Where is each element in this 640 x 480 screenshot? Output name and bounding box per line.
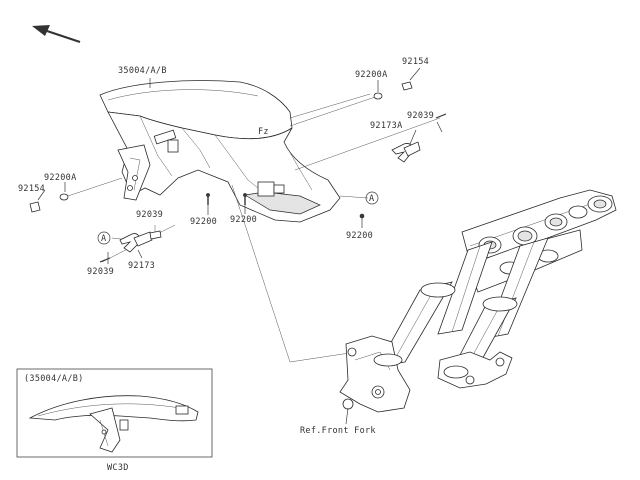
label-washer-top: 92200A [355,70,388,80]
label-bolt-left-low: 92039 [87,267,114,277]
label-bolt-side-a: 92200 [190,217,217,227]
front-fork[interactable] [339,189,617,425]
label-inset-code: WC3D [107,463,129,473]
label-clamp-right: 92173A [370,121,403,131]
front-fender[interactable]: Fz [99,80,341,223]
hardware-left[interactable] [29,193,162,263]
svg-text:A: A [101,234,106,244]
callout-labels: 35004/A/B 92154 92200A 92039 92173A 9220… [18,57,434,473]
hardware-top-right[interactable] [373,81,447,163]
label-fork-ref: Ref.Front Fork [300,426,376,436]
fender-mark: Fz [258,127,269,137]
inset-fender[interactable] [28,395,199,453]
leader-lines [37,67,443,363]
label-bolt-left: 92154 [18,184,45,194]
label-bolt-right: 92039 [407,111,434,121]
label-washer-left: 92200A [44,173,77,183]
svg-text:A: A [369,194,374,204]
hardware-side[interactable] [206,193,365,219]
label-bolt-top: 92154 [402,57,429,67]
label-bolt-inner: 92039 [136,210,163,220]
inset-title: (35004/A/B) [24,374,84,384]
ref-a-right: A [365,191,379,205]
label-clamp-left: 92173 [128,261,155,271]
label-fender: 35004/A/B [118,66,167,76]
inset-panel: (35004/A/B) [16,368,213,458]
label-screw-right-low: 92200 [346,231,373,241]
direction-arrow-icon [32,25,81,44]
label-bolt-side-b: 92200 [230,215,257,225]
ref-a-left: A [97,231,111,245]
